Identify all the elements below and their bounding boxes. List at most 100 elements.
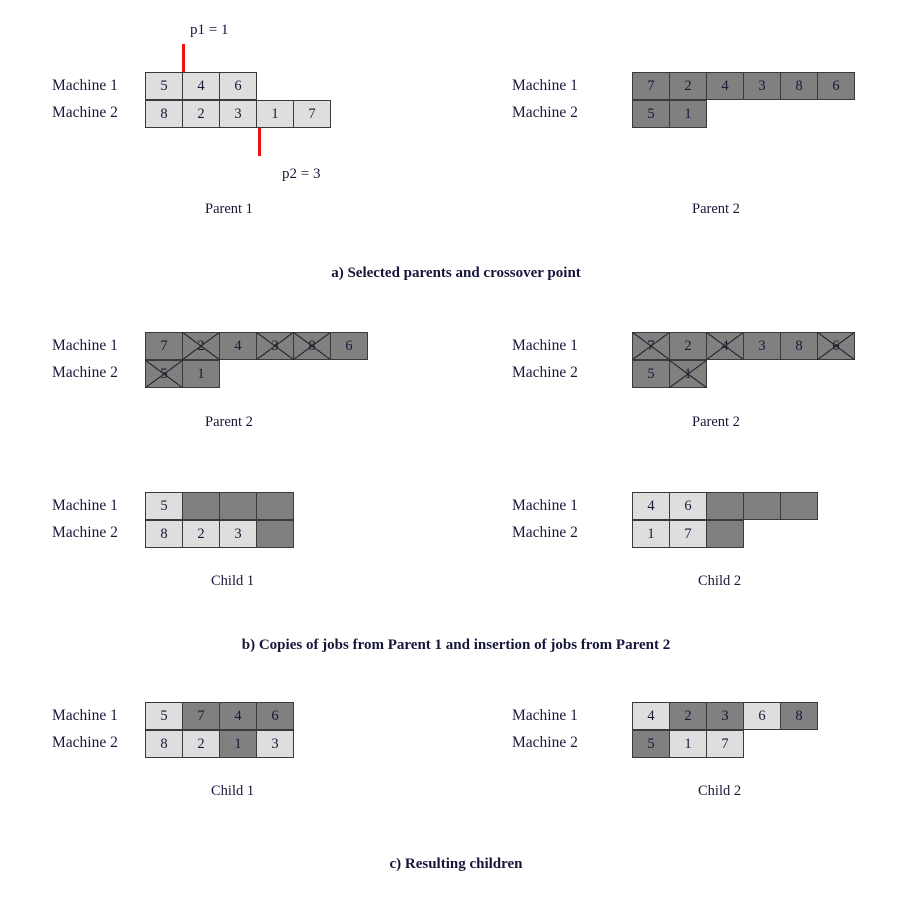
job-cell[interactable]: 3 xyxy=(256,730,294,758)
section-a: p1 = 1 p2 = 3 a) Selected parents and cr… xyxy=(0,0,912,290)
job-cell[interactable]: 1 xyxy=(632,520,670,548)
machine-label-2: Machine 2 xyxy=(512,104,578,121)
machine-label-2: Machine 2 xyxy=(52,734,118,751)
job-cell[interactable]: 8 xyxy=(145,730,183,758)
job-cell[interactable]: 8 xyxy=(780,332,818,360)
job-cell[interactable]: 8 xyxy=(780,72,818,100)
job-cell[interactable] xyxy=(743,492,781,520)
crossover-marker-p1-label: p1 = 1 xyxy=(190,22,229,38)
crossover-marker-p2-label: p2 = 3 xyxy=(282,166,321,182)
crossover-marker-p2 xyxy=(258,128,261,156)
job-cell[interactable]: 6 xyxy=(669,492,707,520)
job-cell[interactable]: 6 xyxy=(219,72,257,100)
job-cell[interactable] xyxy=(706,492,744,520)
job-cell[interactable]: 8 xyxy=(293,332,331,360)
job-cell[interactable]: 6 xyxy=(256,702,294,730)
job-cell[interactable]: 4 xyxy=(219,702,257,730)
job-cell[interactable]: 1 xyxy=(669,100,707,128)
job-cell[interactable]: 1 xyxy=(219,730,257,758)
job-cell[interactable]: 6 xyxy=(817,332,855,360)
job-cell[interactable]: 6 xyxy=(743,702,781,730)
job-cell[interactable]: 6 xyxy=(330,332,368,360)
panel-label-parent-2-left: Parent 2 xyxy=(205,414,253,430)
job-cell[interactable]: 8 xyxy=(145,520,183,548)
job-cell[interactable]: 5 xyxy=(632,730,670,758)
job-cell[interactable]: 6 xyxy=(817,72,855,100)
panel-label-child-2-final: Child 2 xyxy=(698,783,742,799)
machine-label-1: Machine 1 xyxy=(512,497,578,514)
job-cell[interactable] xyxy=(706,520,744,548)
job-cell[interactable] xyxy=(256,520,294,548)
machine-label-1: Machine 1 xyxy=(512,707,578,724)
job-cell[interactable]: 8 xyxy=(780,702,818,730)
job-cell[interactable]: 1 xyxy=(669,360,707,388)
job-cell[interactable] xyxy=(219,492,257,520)
job-cell[interactable]: 2 xyxy=(182,520,220,548)
job-cell[interactable]: 7 xyxy=(632,332,670,360)
job-cell[interactable]: 4 xyxy=(706,332,744,360)
panel-label-parent-1: Parent 1 xyxy=(205,201,253,217)
job-cell[interactable] xyxy=(182,492,220,520)
job-cell[interactable]: 5 xyxy=(145,702,183,730)
job-cell[interactable]: 3 xyxy=(256,332,294,360)
job-cell[interactable]: 2 xyxy=(182,730,220,758)
job-cell[interactable]: 3 xyxy=(743,72,781,100)
machine-row-1: 5 xyxy=(145,492,294,520)
job-cell[interactable]: 7 xyxy=(182,702,220,730)
section-c: c) Resulting children xyxy=(0,670,912,916)
job-cell[interactable]: 5 xyxy=(632,360,670,388)
job-cell[interactable]: 3 xyxy=(706,702,744,730)
panel-label-parent-2: Parent 2 xyxy=(692,201,740,217)
job-cell[interactable]: 4 xyxy=(632,492,670,520)
job-cell[interactable]: 5 xyxy=(145,72,183,100)
job-cell[interactable]: 5 xyxy=(145,360,183,388)
job-cell[interactable]: 7 xyxy=(632,72,670,100)
job-cell[interactable]: 2 xyxy=(182,332,220,360)
job-cell[interactable]: 3 xyxy=(743,332,781,360)
job-cell[interactable]: 2 xyxy=(182,100,220,128)
job-cell[interactable]: 3 xyxy=(219,520,257,548)
job-cell[interactable]: 4 xyxy=(632,702,670,730)
job-cell[interactable]: 5 xyxy=(632,100,670,128)
job-cell[interactable]: 5 xyxy=(145,492,183,520)
job-cell[interactable]: 1 xyxy=(182,360,220,388)
machine-label-1: Machine 1 xyxy=(52,707,118,724)
crossover-marker-p1 xyxy=(182,44,185,72)
machine-label-2: Machine 2 xyxy=(52,364,118,381)
job-cell[interactable]: 2 xyxy=(669,72,707,100)
machine-label-2: Machine 2 xyxy=(512,364,578,381)
job-cell[interactable]: 7 xyxy=(293,100,331,128)
job-cell[interactable]: 2 xyxy=(669,332,707,360)
job-cell[interactable]: 4 xyxy=(706,72,744,100)
job-cell[interactable]: 1 xyxy=(256,100,294,128)
panel-label-child-1-final: Child 1 xyxy=(211,783,255,799)
job-cell[interactable]: 7 xyxy=(145,332,183,360)
job-cell[interactable]: 7 xyxy=(669,520,707,548)
job-cell[interactable]: 7 xyxy=(706,730,744,758)
job-cell[interactable]: 3 xyxy=(219,100,257,128)
machine-label-2: Machine 2 xyxy=(52,524,118,541)
job-cell[interactable]: 4 xyxy=(219,332,257,360)
job-cell[interactable]: 2 xyxy=(669,702,707,730)
job-cell[interactable]: 8 xyxy=(145,100,183,128)
section-b: b) Copies of jobs from Parent 1 and inse… xyxy=(0,300,912,660)
job-cell[interactable]: 4 xyxy=(182,72,220,100)
job-cell[interactable] xyxy=(780,492,818,520)
job-cell[interactable]: 1 xyxy=(669,730,707,758)
job-cell[interactable] xyxy=(256,492,294,520)
